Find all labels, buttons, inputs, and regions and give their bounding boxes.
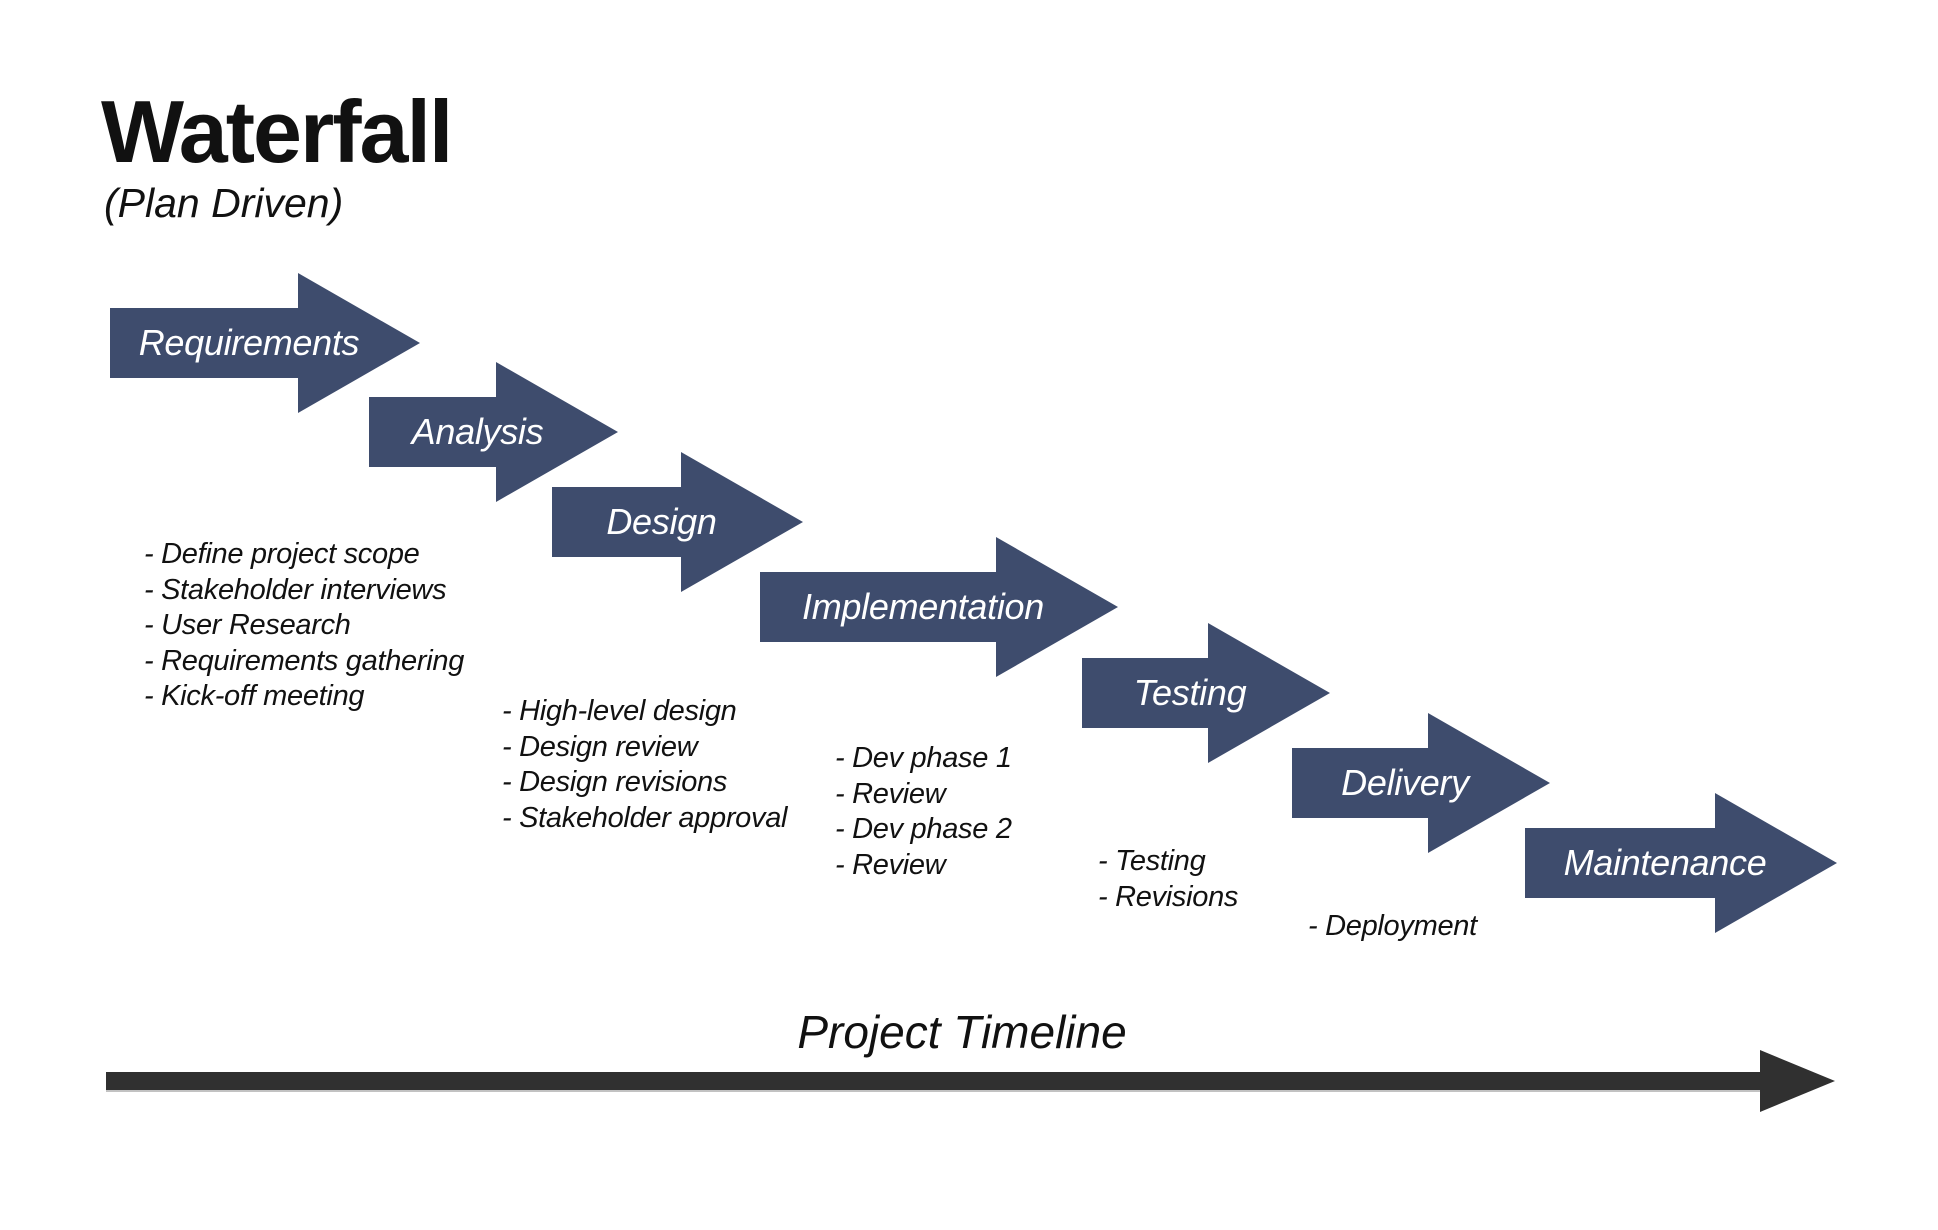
task-item: - High-level design xyxy=(502,695,737,727)
task-list-testing: - Testing - Revisions xyxy=(1098,844,1238,915)
task-item: - Deployment xyxy=(1308,910,1477,942)
block-arrow-icon xyxy=(760,537,1118,677)
task-item: - Review xyxy=(835,848,946,881)
block-arrow-icon xyxy=(1292,713,1550,853)
task-item: - Dev phase 2 xyxy=(835,813,1012,846)
task-item: - Testing xyxy=(1098,845,1206,877)
block-arrow-icon xyxy=(1525,793,1837,933)
phase-implementation: Implementation xyxy=(760,537,1118,677)
task-item: - Dev phase 1 xyxy=(835,742,1012,774)
timeline-arrow-icon xyxy=(106,1050,1835,1112)
task-list-requirements: - Define project scope - Stakeholder int… xyxy=(144,537,464,715)
task-list-design: - High-level design - Design review - De… xyxy=(502,694,787,836)
task-item: - Kick-off meeting xyxy=(144,680,365,713)
task-item: - Design review xyxy=(502,730,698,763)
task-item: - Revisions xyxy=(1098,880,1239,913)
task-item: - Stakeholder interviews xyxy=(144,573,447,606)
task-list-delivery: - Deployment xyxy=(1308,909,1477,945)
block-arrow-icon xyxy=(369,362,618,502)
page-subtitle: (Plan Driven) xyxy=(104,180,344,226)
task-item: - Review xyxy=(835,777,946,810)
phase-delivery: Delivery xyxy=(1292,713,1550,853)
task-item: - Requirements gathering xyxy=(144,644,465,677)
task-item: - User Research xyxy=(144,609,351,642)
block-arrow-icon xyxy=(110,273,420,413)
task-item: - Define project scope xyxy=(144,538,420,570)
block-arrow-icon xyxy=(552,452,803,592)
task-item: - Stakeholder approval xyxy=(502,801,788,834)
task-list-implementation: - Dev phase 1 - Review - Dev phase 2 - R… xyxy=(835,741,1012,883)
timeline-label: Project Timeline xyxy=(797,1006,1127,1058)
task-item: - Design revisions xyxy=(502,766,728,799)
page-title: Waterfall xyxy=(101,82,453,181)
phase-maintenance: Maintenance xyxy=(1525,793,1837,933)
block-arrow-icon xyxy=(1082,623,1330,763)
